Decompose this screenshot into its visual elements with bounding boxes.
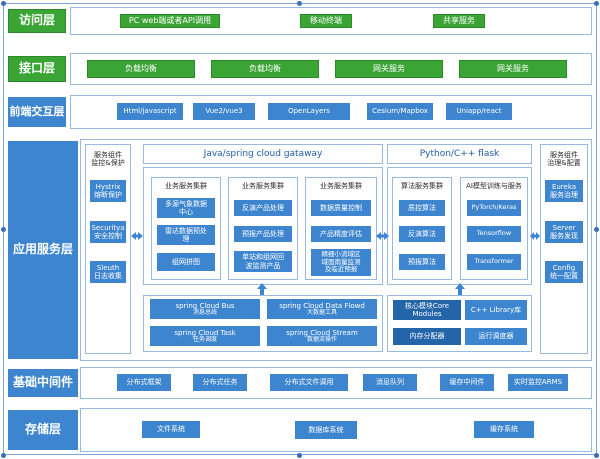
cluster2-item-3: 单站和组网回 波监测产品 bbox=[234, 251, 292, 272]
handle-mid-left[interactable] bbox=[1, 227, 6, 232]
layer-label-application: 应用服务层 bbox=[8, 141, 78, 359]
handle-top-mid[interactable] bbox=[297, 1, 302, 6]
frontend-item-vue: Vue2/vue3 bbox=[193, 103, 255, 120]
handle-bottom-mid[interactable] bbox=[297, 453, 302, 458]
spring-stream: spring Cloud Stream 数据流操作 bbox=[267, 326, 377, 346]
core-modules: 核心模块Core Modules bbox=[393, 300, 461, 320]
governance-title: 服务组件 治理&配置 bbox=[547, 150, 581, 167]
frontend-item-html: Html/javascript bbox=[117, 103, 183, 120]
algo-title: 算法服务集群 bbox=[401, 181, 443, 190]
sleuth-box: Sleuth 日志收集 bbox=[90, 261, 126, 283]
spring-task-name: spring Cloud Task bbox=[174, 328, 236, 337]
layer-label-storage: 存储层 bbox=[8, 410, 78, 450]
interface-item-gw1: 网关服务 bbox=[335, 60, 443, 78]
java-gateway-header bbox=[143, 144, 383, 164]
cluster3-item-2: 产品精度评估 bbox=[311, 226, 371, 242]
middleware-item-3: 分布式文件调用 bbox=[270, 374, 348, 391]
cluster2-item-1: 反演产品处理 bbox=[234, 200, 292, 216]
layer-label-access: 访问层 bbox=[8, 9, 66, 33]
handle-top-right[interactable] bbox=[594, 1, 599, 6]
storage-item-cache: 缓存系统 bbox=[474, 421, 534, 438]
python-header bbox=[387, 144, 532, 164]
governance-column bbox=[540, 144, 588, 354]
spring-bus-sub: 消息总线 bbox=[192, 308, 217, 316]
ai-item-2: Tensorflow bbox=[467, 226, 521, 242]
spring-bus: spring Cloud Bus 消息总线 bbox=[150, 299, 260, 319]
monitor-column bbox=[85, 144, 131, 354]
access-item-pc: PC web端或者API调用 bbox=[120, 14, 220, 28]
spring-dataflow-name: spring Cloud Data Flowd bbox=[279, 301, 365, 310]
middleware-item-6: 实时监控ARMS bbox=[508, 374, 568, 391]
layer-label-middleware: 基础中间件 bbox=[8, 369, 78, 397]
server-box: Server 服务发现 bbox=[545, 221, 583, 243]
middleware-item-2: 分布式任务 bbox=[193, 374, 247, 391]
storage-item-files: 文件系统 bbox=[142, 421, 200, 438]
cluster1-item-2: 雷达数据预处 理 bbox=[157, 225, 215, 245]
eureka-box: Eureka 服务治理 bbox=[545, 180, 583, 202]
handle-bottom-left[interactable] bbox=[1, 453, 6, 458]
middleware-item-1: 分布式框架 bbox=[117, 374, 171, 391]
spring-task: spring Cloud Task 任务调度 bbox=[150, 326, 260, 346]
algo-item-2: 反演算法 bbox=[399, 226, 445, 242]
cpp-library: C++ Library库 bbox=[465, 300, 527, 320]
handle-top-left[interactable] bbox=[1, 1, 6, 6]
spring-task-sub: 任务调度 bbox=[192, 335, 217, 343]
java-gateway-title: Java/spring cloud gataway bbox=[203, 149, 323, 159]
ai-title: AI模型训练与服务 bbox=[466, 181, 522, 190]
interface-item-lb2: 负载均衡 bbox=[211, 60, 319, 78]
ai-item-1: PyTorch/Keras bbox=[467, 200, 521, 216]
interface-item-gw2: 网关服务 bbox=[459, 60, 567, 78]
interface-item-lb1: 负载均衡 bbox=[87, 60, 195, 78]
cluster3-title: 业务服务集群 bbox=[320, 181, 362, 190]
storage-item-db: 数据库系统 bbox=[295, 421, 357, 439]
security-box: Securitya 安全控制 bbox=[90, 221, 126, 243]
ai-item-3: Transformer bbox=[467, 254, 521, 270]
middleware-item-4: 消息队列 bbox=[363, 374, 417, 391]
cluster1-item-1: 多源气象数据 中心 bbox=[157, 198, 215, 218]
cluster1-title: 业务服务集群 bbox=[165, 181, 207, 190]
runtime-scheduler: 运行调度器 bbox=[465, 328, 527, 345]
python-title: Python/C++ flask bbox=[419, 149, 500, 159]
memory-allocator: 内存分配器 bbox=[393, 328, 461, 345]
algo-item-1: 质控算法 bbox=[399, 200, 445, 216]
algo-item-3: 预报算法 bbox=[399, 254, 445, 270]
middleware-item-5: 缓存中间件 bbox=[440, 374, 494, 391]
layer-label-interface: 接口层 bbox=[8, 56, 66, 82]
cluster3-item-3: 精细小流域区 域面雨量监测 及临近预报 bbox=[311, 249, 371, 276]
access-item-mobile: 移动终端 bbox=[300, 14, 352, 28]
config-box: Config 统一配置 bbox=[545, 261, 583, 283]
spring-stream-name: spring Cloud Stream bbox=[286, 328, 358, 337]
layer-label-frontend: 前端交互层 bbox=[8, 97, 66, 127]
access-item-share: 共享服务 bbox=[433, 14, 485, 28]
cluster1-item-3: 组网拼图 bbox=[157, 253, 215, 271]
cluster2-title: 业务服务集群 bbox=[242, 181, 284, 190]
handle-bottom-right[interactable] bbox=[594, 453, 599, 458]
spring-stream-sub: 数据流操作 bbox=[306, 335, 337, 343]
monitor-title: 服务组件 监控&保护 bbox=[91, 150, 125, 167]
hystrix-box: Hystrix 熔断保护 bbox=[90, 180, 126, 202]
frontend-item-cesium: Cesium/Mapbox bbox=[367, 103, 433, 120]
frontend-item-openlayers: OpenLayers bbox=[268, 103, 350, 120]
spring-bus-name: spring Cloud Bus bbox=[175, 301, 235, 310]
frontend-item-uniapp: Uniapp/react bbox=[446, 103, 512, 120]
handle-mid-right[interactable] bbox=[594, 227, 599, 232]
spring-dataflow: spring Cloud Data Flowd 大数据工具 bbox=[267, 299, 377, 319]
cluster2-item-2: 预报产品处理 bbox=[234, 226, 292, 242]
cluster3-item-1: 数据质量控制 bbox=[311, 200, 371, 216]
spring-dataflow-sub: 大数据工具 bbox=[306, 308, 337, 316]
